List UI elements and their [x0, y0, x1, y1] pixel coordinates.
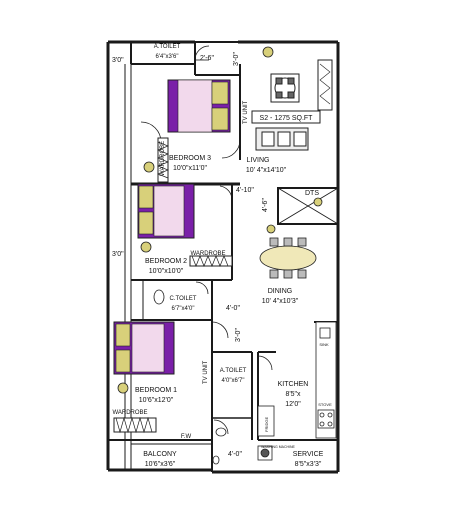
door-swings	[140, 45, 273, 435]
wardrobe-label-b3: WARDROBE	[160, 141, 166, 176]
bed-bedroom3	[167, 79, 231, 133]
bottom-window	[131, 439, 212, 445]
tv-unit-label-b1: TV UNIT	[203, 360, 209, 384]
a-toilet-top-size: 6'4"x3'6"	[156, 54, 179, 60]
washing-machine-label: WASHING MACHINE	[261, 445, 295, 449]
service-name: SERVICE	[293, 451, 324, 458]
living-name: LIVING	[247, 157, 270, 164]
kitchen-name: KITCHEN	[278, 381, 309, 388]
service-size: 8'5"x3'3"	[295, 461, 322, 468]
dim-4-0-bot: 4'-0"	[228, 451, 242, 458]
bedroom2-size: 10'0"x10'0"	[149, 268, 184, 275]
bedroom2-name: BEDROOM 2	[145, 258, 187, 265]
kitchen-fixtures	[257, 321, 337, 461]
dining-name: DINING	[268, 288, 293, 295]
dim-3-0-mid: 3'0"	[112, 251, 124, 258]
fw-label: F.W	[181, 434, 192, 440]
dim-4-6: 4'-6"	[262, 198, 269, 212]
a-toilet-bottom-name: A.TOILET	[220, 368, 247, 374]
balcony-name: BALCONY	[143, 451, 177, 458]
a-toilet-bottom-size: 4'0"x6'7"	[222, 378, 245, 384]
dim-3-0-top: 3'0"	[112, 57, 124, 64]
toilet-fixtures	[153, 289, 227, 465]
living-size: 10' 4"x14'10"	[246, 167, 287, 174]
dim-3-0-v: 3'-0"	[233, 52, 240, 66]
bed-bedroom1	[113, 321, 175, 375]
unit-label: S2 - 1275 SQ.FT	[260, 115, 314, 122]
wardrobe-label-b1: WARDROBE	[112, 410, 147, 416]
dim-3-0-kit: 3'-0"	[235, 328, 242, 342]
dim-4-0-mid: 4'-0"	[226, 305, 240, 312]
balcony-size: 10'6"x3'6"	[145, 461, 176, 468]
dining-size: 10' 4"x10'3"	[262, 298, 299, 305]
bedroom1-name: BEDROOM 1	[135, 387, 177, 394]
bedroom3-size: 10'0"x11'0"	[173, 165, 207, 172]
wardrobe-label-b2: WARDROBE	[190, 251, 225, 257]
a-toilet-top-name: A.TOILET	[154, 44, 181, 50]
c-toilet-size: 6'7"x4'0"	[172, 306, 195, 312]
dim-2-6: 2'-6"	[200, 55, 214, 62]
bed-bedroom2	[137, 183, 195, 239]
stove-label: STOVE	[318, 402, 332, 407]
unit-label-box	[251, 110, 321, 124]
tv-unit-label-living: TV UNIT	[243, 100, 249, 124]
kitchen-size-a: 8'5"x	[285, 391, 301, 398]
kitchen-size-b: 12'0"	[285, 401, 301, 408]
lamps	[117, 46, 323, 394]
walls	[106, 40, 340, 474]
living-furniture	[255, 59, 333, 151]
wardrobes	[113, 137, 233, 434]
dim-4-10: 4'-10"	[236, 187, 254, 194]
bedroom3-name: BEDROOM 3	[169, 155, 211, 162]
dts-label: DTS	[305, 190, 319, 197]
c-toilet-name: C.TOILET	[170, 296, 197, 302]
fridge-label: FRIDGE	[264, 417, 269, 432]
sink-label: SINK	[319, 342, 329, 347]
bedroom1-size: 10'6"x12'0"	[139, 397, 174, 404]
dining-table	[259, 237, 317, 279]
